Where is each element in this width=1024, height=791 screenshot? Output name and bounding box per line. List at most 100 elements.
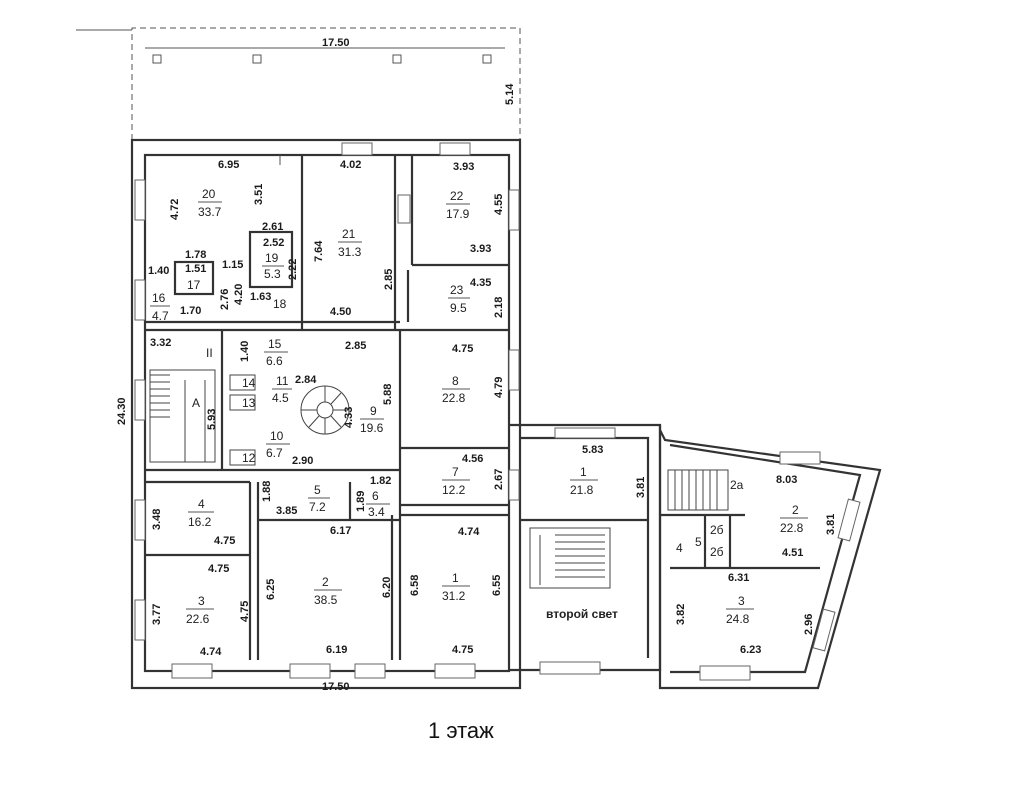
room-2a: 2а [730,478,744,492]
room-area: 31.3 [338,245,362,259]
room-14: 14 [242,376,256,390]
dim-593: 5.93 [206,409,218,430]
room-10: 10 6.7 [266,429,290,460]
room-number: 19 [265,251,279,265]
room-number: 10 [270,429,284,443]
room-number: 4 [198,497,205,511]
dim-r2-l: 6.25 [265,579,277,600]
room-8: 8 22.8 [442,374,470,405]
dim-285: 2.85 [345,340,366,352]
room-number: 6 [372,489,379,503]
room-area: 6.7 [266,446,283,460]
dim-r1-top: 4.74 [458,526,480,538]
dim-top-width: 17.50 [322,37,350,49]
room-12: 12 [242,451,256,465]
room-number: 9 [370,404,377,418]
room-3: 3 22.6 [186,594,214,626]
dim-e2-h: 3.81 [825,514,837,535]
dim-115: 1.15 [222,259,243,271]
room-area: 33.7 [198,205,222,219]
stairs [149,369,729,589]
dim-r4-h: 3.48 [151,509,163,530]
dim-r20-w: 6.95 [218,159,239,171]
room-1: 1 31.2 [442,571,470,603]
dim-r23-h: 2.18 [493,297,505,318]
dim-e1-w: 5.83 [582,444,603,456]
room-area: 12.2 [442,483,466,497]
room-area: 22.8 [442,391,466,405]
room-e1: 1 21.8 [570,465,598,497]
dim-e3-h: 3.82 [675,604,687,625]
room-number: 23 [450,283,464,297]
dim-617: 6.17 [330,525,351,537]
room-15: 15 6.6 [264,337,288,368]
dim-r7-w: 4.56 [462,453,483,465]
dim-r4-w: 4.75 [214,535,235,547]
dim-r19-h: 2.22 [287,259,299,280]
dim-r3-h: 3.77 [151,604,163,625]
dim-r1-l: 6.58 [409,575,421,596]
room-e3: 3 24.8 [726,594,754,626]
room-labels: 20 33.7 21 31.3 19 5.3 17 16 4.7 18 22 1… [150,187,808,626]
floor-caption: 1 этаж [428,718,494,743]
dim-e-631: 6.31 [728,572,749,584]
room-e5: 5 [695,535,702,549]
dim-261: 2.61 [262,221,283,233]
room-number: 3 [738,594,745,608]
dim-276: 2.76 [219,289,231,310]
room-area: 4.7 [152,309,169,323]
room-number: 11 [276,374,289,388]
letter-a-label: A [192,396,200,410]
room-area: 38.5 [314,593,338,607]
room-17: 17 [187,278,201,292]
dim-151: 1.51 [185,263,206,275]
dim-420: 4.20 [233,284,245,305]
room-22: 22 17.9 [446,189,470,221]
room-number: 22 [450,189,464,203]
room-area: 6.6 [266,354,283,368]
room-9: 9 19.6 [360,404,384,435]
dim-r20-inner: 3.51 [253,184,265,205]
room-number: 21 [342,227,356,241]
room-number: 2 [792,503,799,517]
room-11: 11 4.5 [272,374,292,405]
room-number: 5 [314,483,321,497]
dim-r1-b: 4.75 [452,644,473,656]
dim-r3-b: 4.74 [200,646,222,658]
room-area: 22.8 [780,521,804,535]
dim-332: 3.32 [150,337,171,349]
room-area: 17.9 [446,207,470,221]
dim-r3-r: 4.75 [239,601,251,622]
dim-r2-b: 6.19 [326,644,347,656]
dim-total-depth: 24.30 [116,397,128,425]
second-light-label: второй свет [546,607,618,621]
dim-r3-top: 4.75 [208,563,229,575]
room-number: 2 [322,575,329,589]
terrace [76,27,521,140]
dim-r21-w: 4.02 [340,159,361,171]
interior-walls [145,155,820,660]
dim-290: 2.90 [292,455,313,467]
dim-140b: 1.40 [239,341,251,362]
dim-r22-b: 3.93 [470,243,491,255]
room-area: 9.5 [450,301,467,315]
room-7: 7 12.2 [442,465,470,497]
room-area: 24.8 [726,612,750,626]
room-number: 16 [152,291,166,305]
room-21: 21 31.3 [338,227,362,259]
dim-r8-w: 4.75 [452,343,473,355]
room-20: 20 33.7 [198,187,222,219]
dim-188: 1.88 [261,481,273,502]
dim-r22-h: 4.55 [493,194,505,215]
room-area: 19.6 [360,421,384,435]
room-e2b-2: 2б [710,545,724,559]
room-13: 13 [242,396,256,410]
dim-588: 5.88 [382,384,394,405]
dim-284: 2.84 [295,374,317,386]
dim-r21-h: 7.64 [313,240,325,262]
windows [134,142,861,681]
room-number: 15 [268,337,282,351]
room-area: 7.2 [309,500,326,514]
dim-r21-c: 2.85 [383,269,395,290]
